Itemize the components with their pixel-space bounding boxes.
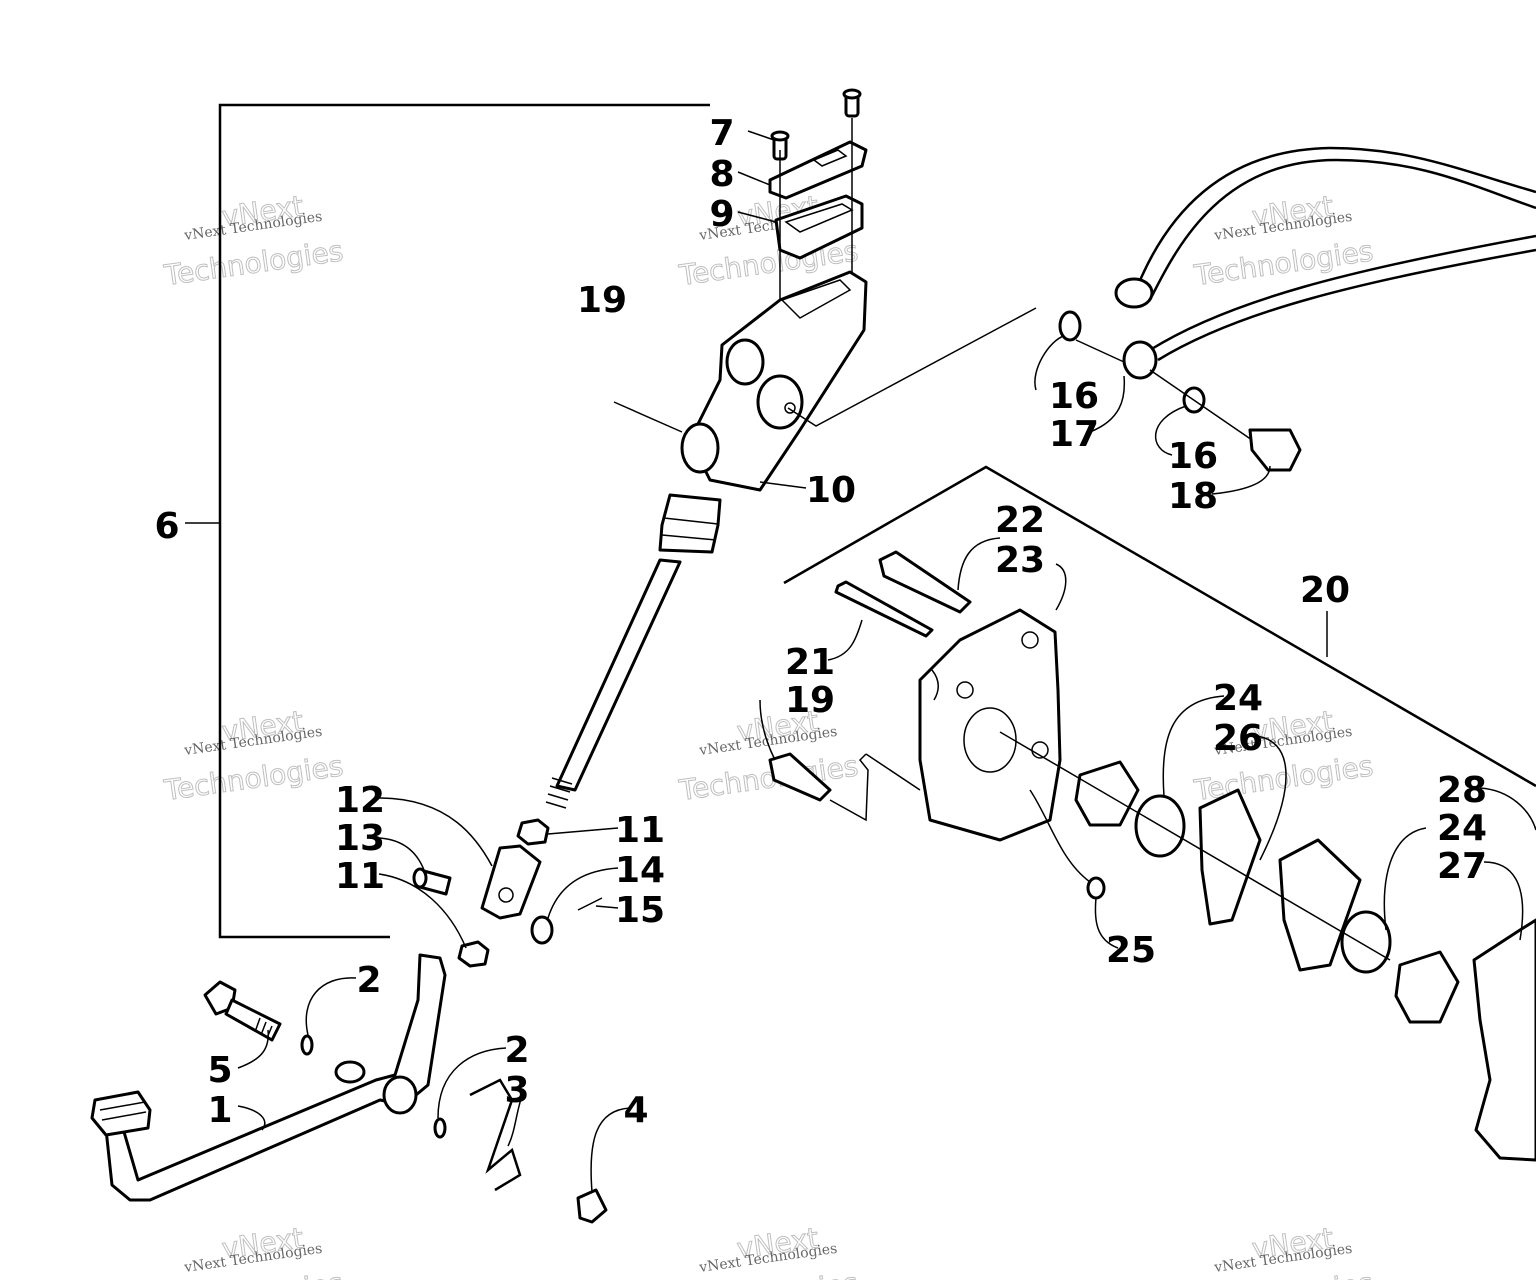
cotter-pin-15 — [577, 897, 603, 911]
callout-26: 26 — [1213, 718, 1263, 759]
piston-right — [1394, 950, 1460, 1024]
caliper-bracket — [918, 608, 1062, 842]
callout-11-right: 11 — [615, 810, 665, 851]
jam-nut-lower — [457, 940, 490, 968]
pivot-bolt — [203, 980, 282, 1042]
callout-18: 18 — [1168, 476, 1218, 517]
clevis-pin — [412, 867, 452, 896]
return-spring — [469, 1078, 522, 1192]
callout-13: 13 — [335, 818, 385, 859]
callout-25: 25 — [1106, 930, 1156, 971]
callout-24-upper: 24 — [1213, 678, 1263, 719]
callout-17: 17 — [1049, 414, 1099, 455]
callout-5: 5 — [207, 1050, 232, 1091]
callout-19-upper: 19 — [577, 280, 627, 321]
piston-left — [1074, 760, 1140, 827]
callout-4: 4 — [623, 1090, 648, 1131]
callout-3: 3 — [504, 1070, 529, 1111]
caliper-bolt-22 — [878, 550, 972, 614]
leader-lines — [237, 118, 1536, 1193]
callout-7: 7 — [709, 113, 734, 154]
jam-nut-upper — [516, 818, 550, 846]
brake-pad-inner — [1198, 788, 1262, 926]
reservoir-screw-right — [842, 88, 862, 118]
washer-16-upper — [1058, 310, 1082, 342]
callout-20: 20 — [1300, 570, 1350, 611]
callout-6: 6 — [154, 506, 179, 547]
callout-16-lower: 16 — [1168, 436, 1218, 477]
callout-22: 22 — [995, 500, 1045, 541]
callout-2-lower: 2 — [504, 1030, 529, 1071]
master-cylinder — [545, 270, 868, 809]
o-ring-25 — [1086, 876, 1106, 900]
callout-labels: 1 2 2 3 4 5 6 7 8 9 10 11 11 12 13 14 15… — [154, 113, 1487, 1131]
clip-2a — [300, 1034, 314, 1056]
callout-16-upper: 16 — [1049, 376, 1099, 417]
callout-14: 14 — [615, 850, 665, 891]
callout-11-left: 11 — [335, 856, 385, 897]
assembly-bracket-6 — [185, 103, 710, 939]
assembly-bracket-20 — [783, 465, 1536, 788]
callout-24-lower: 24 — [1437, 808, 1487, 849]
caliper-housing — [1472, 918, 1536, 1162]
callout-28: 28 — [1437, 770, 1487, 811]
banjo-bolt — [1248, 428, 1302, 472]
callout-23: 23 — [995, 540, 1045, 581]
callout-15: 15 — [615, 890, 665, 931]
caliper-pin-21 — [834, 580, 934, 638]
clip-2b — [433, 1117, 447, 1139]
brake-pad-outer — [1278, 838, 1362, 972]
callout-21: 21 — [785, 642, 835, 683]
brake-hose — [1114, 146, 1536, 380]
callout-10: 10 — [806, 470, 856, 511]
washer-14 — [530, 915, 554, 945]
cap-nut — [576, 1188, 608, 1224]
callout-2-upper: 2 — [356, 960, 381, 1001]
callout-27: 27 — [1437, 846, 1487, 887]
clevis — [480, 844, 542, 920]
callout-8: 8 — [709, 154, 734, 195]
caliper-bolt-19 — [768, 752, 832, 802]
callout-12: 12 — [335, 780, 385, 821]
callout-1: 1 — [207, 1090, 232, 1131]
seal-right — [1340, 910, 1392, 974]
callout-19-lower: 19 — [785, 680, 835, 721]
reservoir-cover-plate — [768, 140, 868, 200]
callout-9: 9 — [709, 194, 734, 235]
brake-pedal — [90, 953, 447, 1202]
